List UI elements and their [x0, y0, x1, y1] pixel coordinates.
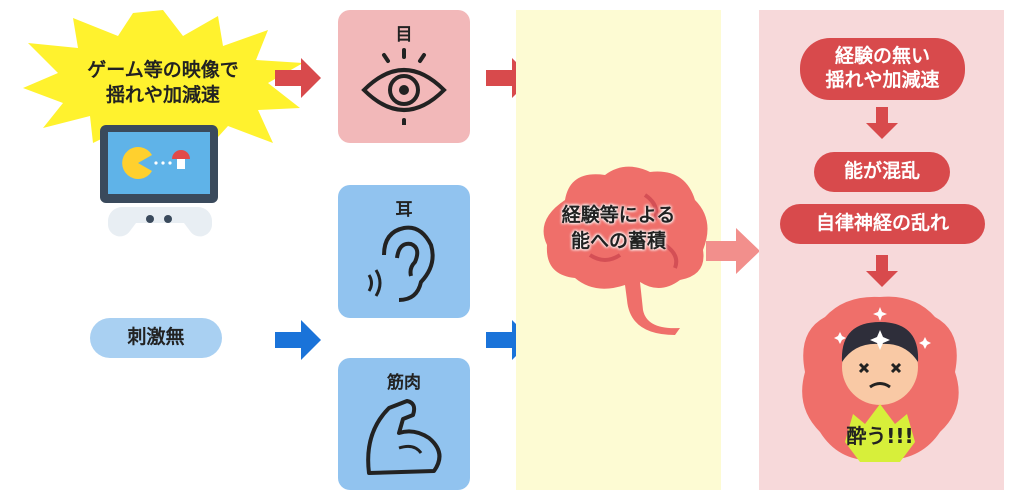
red-arrow-icon [275, 58, 321, 98]
muscle-label: 筋肉 [387, 373, 421, 393]
down-arrow-icon [866, 107, 898, 139]
eye-label: 目 [395, 25, 413, 45]
dizzy-face-icon [802, 296, 959, 462]
step1-line-1: 経験の無い [834, 45, 930, 68]
pink-arrow-icon [706, 228, 760, 274]
muscle-arm-icon [366, 399, 442, 475]
brain-text-line-2: 能への蓄積 [570, 229, 666, 252]
eye-icon [361, 48, 447, 125]
ear-box: 耳 [338, 185, 470, 318]
step1-line-2: 揺れや加減速 [825, 69, 940, 91]
brain-confusion-pill: 能が混乱 [814, 152, 950, 192]
ear-icon [367, 225, 435, 302]
eye-box: 目 [338, 10, 470, 143]
game-console-icon [100, 125, 220, 240]
burst-line-1: ゲーム等の映像で [87, 59, 239, 81]
starburst-icon [23, 10, 303, 148]
brain-icon [543, 166, 708, 335]
starburst-callout: ゲーム等の映像で 揺れや加減速 [18, 8, 308, 148]
blue-arrow-icon [275, 320, 321, 360]
down-arrow-icon [866, 255, 898, 287]
no-stimulus-label: 刺激無 [90, 318, 222, 358]
burst-line-2: 揺れや加減速 [105, 83, 220, 106]
muscle-box: 筋肉 [338, 358, 470, 490]
brain-text-line-1: 経験等による [561, 204, 676, 226]
ear-label: 耳 [395, 200, 413, 220]
autonomic-disorder-pill: 自律神経の乱れ [780, 204, 985, 244]
unfamiliar-motion-pill: 経験の無い揺れや加減速 [800, 38, 965, 100]
get-sick-label: 酔う!!! [846, 424, 914, 448]
